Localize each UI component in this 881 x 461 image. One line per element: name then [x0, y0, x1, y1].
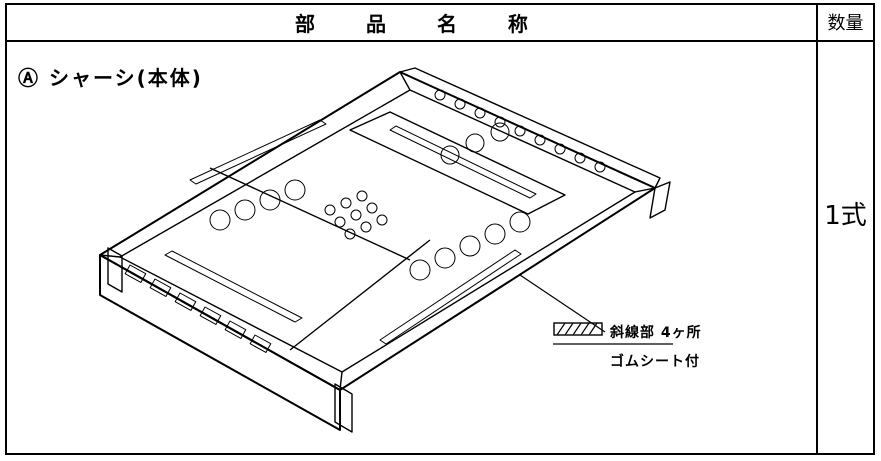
front-grille — [124, 264, 272, 353]
header-divider — [5, 40, 875, 42]
inner-panel — [349, 111, 566, 215]
callout-line1: 斜線部 4ヶ所 — [610, 325, 702, 341]
top-rail — [399, 67, 661, 189]
callout-line2: ゴムシート付 — [610, 354, 700, 370]
left-rack-ear — [107, 247, 123, 293]
floor-holes — [209, 122, 531, 281]
column-divider — [816, 3, 818, 455]
chassis-drawing — [99, 67, 671, 433]
front-panel — [99, 254, 341, 431]
table-frame — [5, 3, 875, 455]
header-quantity: 数量 — [827, 13, 864, 34]
right-bracket — [649, 181, 671, 219]
right-rack-ear — [334, 383, 353, 433]
callout-underline — [553, 343, 673, 345]
header-part-name: 部 品 名 称 — [295, 11, 550, 36]
rubber-strips — [164, 119, 537, 345]
part-label: Ⓐ シャーシ(本体) — [18, 66, 203, 90]
part-quantity: 1式 — [824, 201, 867, 231]
back-wall-holes — [434, 89, 606, 173]
hatch-swatch-icon — [553, 322, 603, 336]
